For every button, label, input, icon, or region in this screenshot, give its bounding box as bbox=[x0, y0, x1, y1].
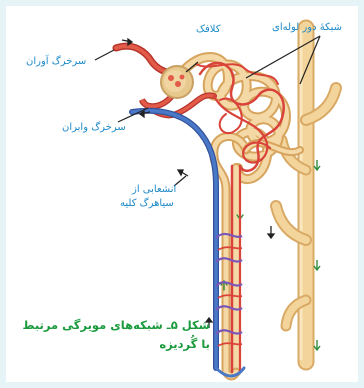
collecting-duct bbox=[276, 28, 336, 362]
caption-line1: شکل ۵ـ شبکه‌های مویرگی مرتبط bbox=[14, 316, 210, 335]
figure-caption: شکل ۵ـ شبکه‌های مویرگی مرتبط با گُردیزه bbox=[14, 316, 210, 354]
label-renal-vein-line1: انشعابی از bbox=[132, 184, 176, 195]
label-afferent-arteriole: سرخرگ آوران bbox=[26, 56, 86, 67]
label-efferent-arteriole: سرخرگ وابران bbox=[62, 122, 126, 133]
pointer-afferent bbox=[95, 50, 114, 60]
label-glomerulus: کلافک bbox=[196, 24, 220, 35]
label-renal-vein-line2: سیاهرگ کلیه bbox=[120, 198, 174, 209]
caption-line2: با گُردیزه bbox=[14, 335, 210, 354]
label-peritubular-network: شبکهٔ دور لوله‌ای bbox=[272, 22, 342, 33]
